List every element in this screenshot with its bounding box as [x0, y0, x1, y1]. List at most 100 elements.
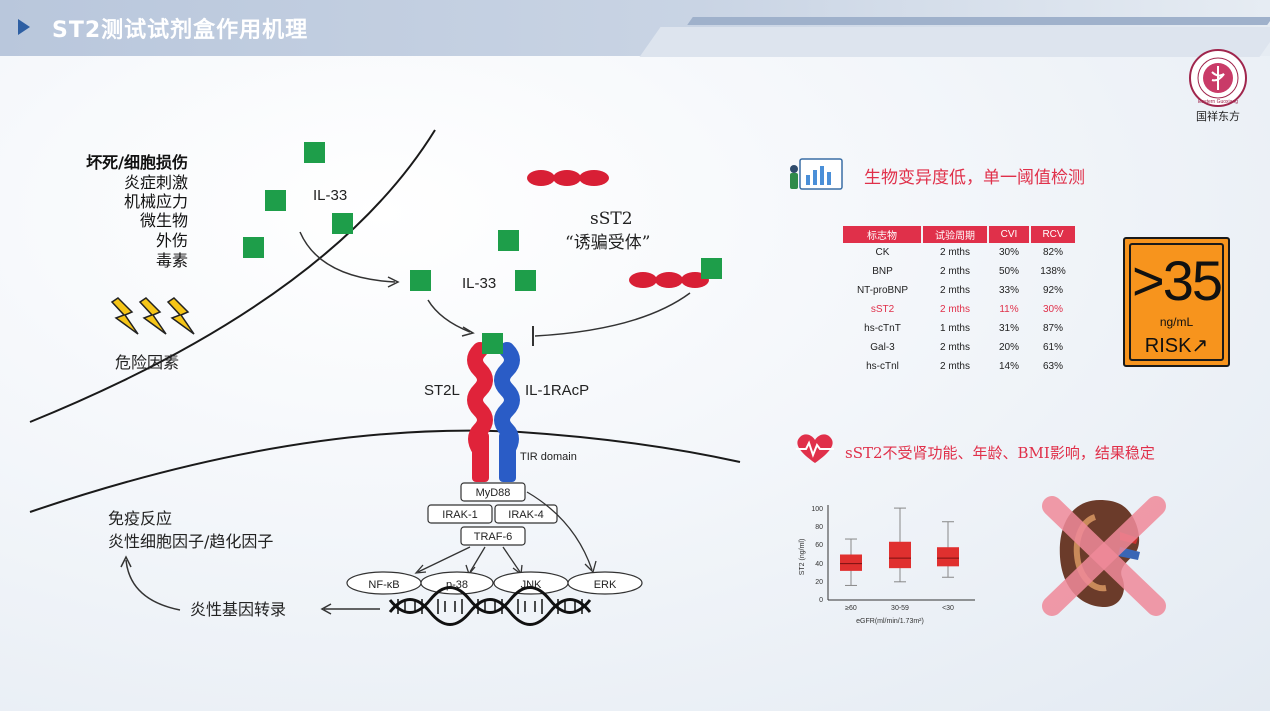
- table-cell: Gal-3: [870, 342, 895, 353]
- table-cell: 61%: [1042, 342, 1063, 353]
- il1racp-receptor: [494, 342, 520, 482]
- erk-node: [567, 571, 643, 595]
- inhibition-line: [534, 292, 691, 337]
- col-cvi: CVI: [988, 226, 1031, 243]
- kidney-crossed-icon: [1042, 496, 1166, 616]
- table-cell: CK: [875, 247, 890, 258]
- table-cell: 63%: [1042, 361, 1063, 372]
- table-cell: 82%: [1042, 247, 1063, 258]
- page-title: ST2测试试剂盒作用机理: [52, 18, 309, 43]
- immune-response-arrow: [125, 559, 181, 611]
- table-cell: 30%: [1042, 304, 1063, 315]
- boxplot-y-tick: 100: [811, 506, 823, 513]
- boxplot-y-tick: 60: [815, 542, 823, 549]
- boxplot-box: [840, 554, 862, 571]
- table-cell: 33%: [998, 285, 1019, 296]
- table-cell: 92%: [1042, 285, 1063, 296]
- risk-threshold-value: >35: [1132, 249, 1223, 312]
- table-cell: 2 mths: [939, 361, 970, 372]
- factor-necrosis: 坏死/细胞损伤: [86, 153, 188, 172]
- tir-domain-label: TIR domain: [520, 451, 577, 463]
- logo-ring-text: Eastern Guoxiang: [1198, 99, 1238, 105]
- table-header-row: 标志物 试验周期 CVI RCV: [843, 226, 1077, 243]
- table-cell: hs-cTnl: [866, 361, 899, 372]
- table-cell: 2 mths: [939, 266, 970, 277]
- table-cell: hs-cTnT: [864, 323, 901, 334]
- nfkb-label: NF-κB: [368, 579, 399, 591]
- col-period: 试验周期: [922, 226, 989, 243]
- factor-mechanical-stress: 机械应力: [124, 192, 188, 211]
- risk-threshold-unit: ng/mL: [1159, 315, 1194, 329]
- table-cell: 138%: [1040, 266, 1066, 277]
- section2-heading: sST2不受肾功能、年龄、BMI影响，结果稳定: [845, 444, 1155, 462]
- table-row: hs-cTnl 2 mths 14% 63%: [843, 357, 1076, 376]
- dna-helix-icon: [388, 586, 592, 626]
- irak1-label: IRAK-1: [442, 509, 477, 521]
- heart-rate-icon: [796, 434, 834, 463]
- danger-factors-label: 危险因素: [115, 353, 179, 372]
- table-row-highlight: sST2 2 mths 11% 30%: [843, 300, 1076, 319]
- boxplot-y-ticks: 0 20 40 60 80 100: [811, 506, 823, 604]
- factor-trauma: 外伤: [156, 231, 188, 250]
- st2l-label: ST2L: [424, 382, 460, 399]
- boxplot-y-tick: 80: [815, 524, 823, 531]
- il33-molecules-inner: [410, 230, 536, 291]
- risk-sign-inner: >35 ng/mL RISK↗: [1129, 243, 1224, 361]
- irak4-label: IRAK-4: [508, 509, 543, 521]
- table-cell: 2 mths: [939, 247, 970, 258]
- col-rcv: RCV: [1030, 226, 1077, 243]
- signaling-pathway-diagram: 坏死/细胞损伤 炎症刺激 机械应力 微生物 外伤 毒素 危险因素 IL-33 I…: [29, 129, 741, 626]
- boxplot-y-label: ST2 (ng/ml): [799, 539, 806, 576]
- risk-label: RISK↗: [1144, 335, 1209, 357]
- boxplot-x-tick: ≥60: [845, 605, 857, 612]
- boxplot-x-label: eGFR(ml/min/1.73m²): [856, 618, 924, 625]
- sst2-label: sST2: [590, 209, 633, 229]
- table-cell: 1 mths: [939, 323, 970, 334]
- il33-binding-arrow: [427, 299, 471, 333]
- table-row: hs-cTnT 1 mths 31% 87%: [843, 319, 1076, 338]
- erk-label: ERK: [594, 579, 617, 591]
- table-cell: 14%: [998, 361, 1019, 372]
- cell-membrane-curve: [29, 429, 741, 513]
- immune-response-label: 免疫反应: [108, 509, 172, 528]
- col-marker: 标志物: [843, 226, 923, 243]
- table-cell: 20%: [998, 342, 1019, 353]
- il33-molecules-outer: [243, 142, 353, 258]
- boxplot-y-tick: 20: [815, 579, 823, 586]
- factor-microbe: 微生物: [140, 211, 188, 230]
- myd88-box: [460, 482, 526, 502]
- outer-membrane-curve: [29, 129, 436, 423]
- logo-emblem: Eastern Guoxiang: [1189, 49, 1247, 107]
- table-cell: 50%: [998, 266, 1019, 277]
- table-cell: 2 mths: [939, 342, 970, 353]
- st2-egfr-boxplot: ST2 (ng/ml) eGFR(ml/min/1.73m²) 0 20 40 …: [799, 505, 975, 625]
- traf6-box: [460, 526, 526, 546]
- table-cell: 2 mths: [939, 304, 970, 315]
- risk-threshold-sign: >35 ng/mL RISK↗: [1123, 237, 1230, 367]
- irak1-box: [427, 504, 493, 524]
- sst2-molecule-free: [527, 170, 609, 186]
- table-cell: 11%: [999, 304, 1019, 315]
- table-cell: BNP: [872, 266, 893, 277]
- il33-inner-label: IL-33: [462, 275, 496, 292]
- transcription-label: 炎性基因转录: [190, 600, 286, 619]
- table-row: CK 2 mths 30% 82%: [843, 243, 1076, 262]
- play-arrow-icon: [18, 19, 30, 35]
- logo-caption: 国祥东方: [1196, 110, 1240, 123]
- header-stripe: [687, 17, 1270, 25]
- header-decoration: [639, 27, 1270, 57]
- table-cell: sST2: [870, 304, 895, 315]
- il33-sequestered: [701, 258, 722, 279]
- sst2-molecule-bound: [629, 272, 709, 288]
- decoy-receptor-label: “诱骗受体”: [565, 233, 650, 253]
- p38-node: [420, 571, 494, 595]
- myd88-label: MyD88: [476, 487, 511, 499]
- factor-inflammation: 炎症刺激: [124, 173, 188, 192]
- table-row: BNP 2 mths 50% 138%: [843, 262, 1076, 281]
- st2l-receptor: [467, 342, 493, 482]
- biomarker-variation-table: 标志物 试验周期 CVI RCV CK 2 mths 30% 82% BNP 2…: [843, 226, 1077, 376]
- analytics-dashboard-icon: [790, 158, 843, 190]
- table-cell: 2 mths: [939, 285, 970, 296]
- boxplot-y-tick: 0: [819, 597, 823, 604]
- factor-toxin: 毒素: [156, 251, 188, 270]
